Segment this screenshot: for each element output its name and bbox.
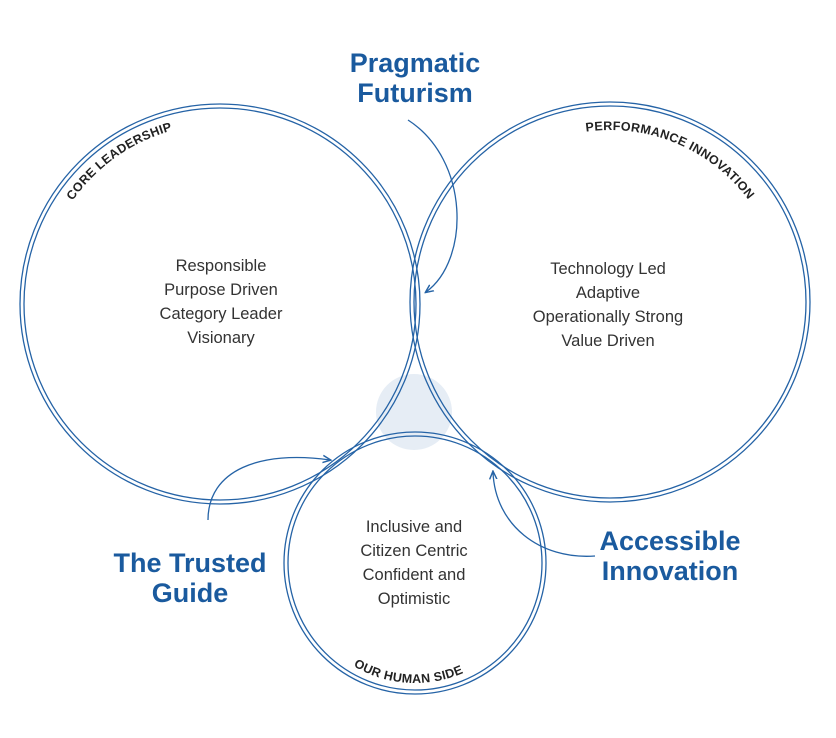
label-line: Pragmatic — [349, 48, 481, 78]
performance-traits: Technology Led Adaptive Operationally St… — [498, 257, 718, 353]
trait: Technology Led — [550, 260, 666, 278]
circle-performance-innovation — [409, 101, 811, 503]
label-line: Guide — [151, 578, 229, 608]
arrow-accessible-innovation — [493, 472, 596, 557]
trait: Value Driven — [561, 332, 655, 350]
trait: Purpose Driven — [164, 281, 278, 299]
trait: Inclusive and — [365, 518, 463, 536]
circle-core-leadership — [19, 103, 421, 505]
circle-our-human-side — [283, 431, 547, 695]
label-line: Accessible — [599, 526, 741, 556]
arrow-trusted-guide — [207, 458, 330, 521]
core-traits: Responsible Purpose Driven Category Lead… — [111, 254, 331, 350]
trait: Responsible — [175, 257, 267, 275]
trait: Optimistic — [377, 590, 451, 608]
label-accessible-innovation: Accessible Innovation — [575, 526, 765, 586]
trait: Citizen Centric — [360, 542, 468, 560]
label-line: Innovation — [601, 556, 739, 586]
trait: Category Leader — [159, 305, 283, 323]
human-traits: Inclusive and Citizen Centric Confident … — [304, 515, 524, 611]
trait: Visionary — [187, 329, 255, 347]
circle-title-performance: PERFORMANCE INNOVATION — [585, 119, 757, 202]
trait: Operationally Strong — [532, 308, 684, 326]
label-line: The Trusted — [113, 548, 267, 578]
trait: Adaptive — [575, 284, 641, 302]
arrow-pragmatic-futurism — [407, 119, 458, 292]
label-pragmatic-futurism: Pragmatic Futurism — [320, 48, 510, 108]
label-trusted-guide: The Trusted Guide — [95, 548, 285, 608]
trait: Confident and — [362, 566, 466, 584]
label-line: Futurism — [357, 78, 473, 108]
